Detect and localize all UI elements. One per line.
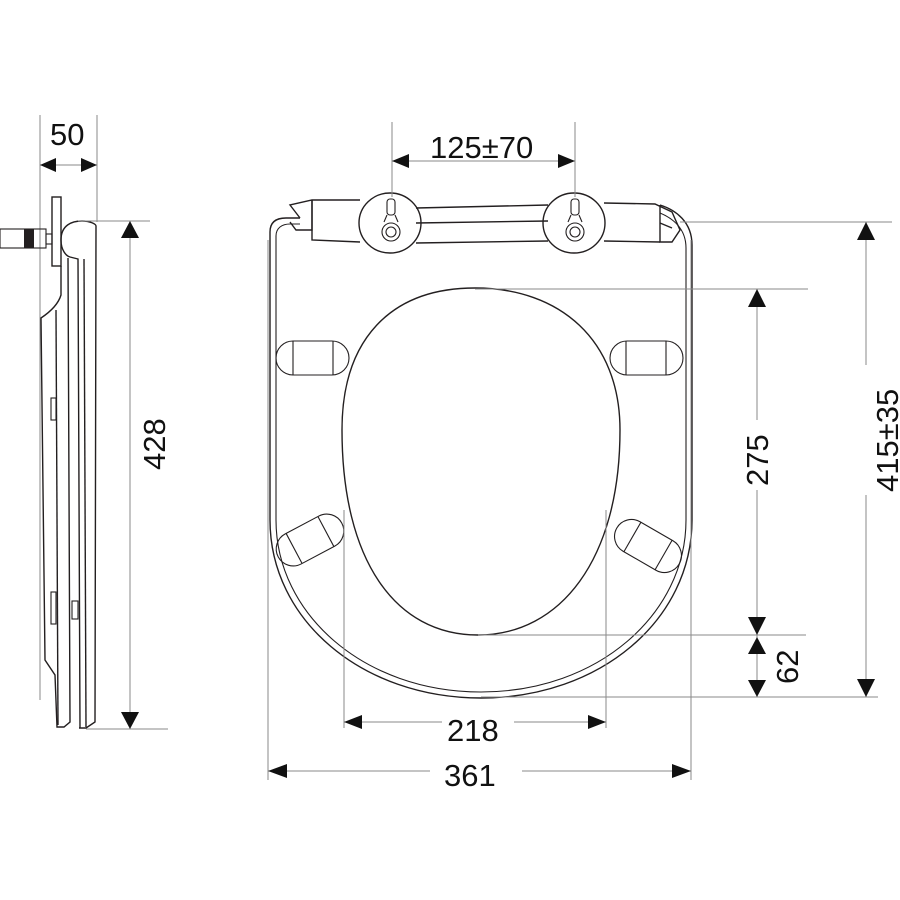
arrow-icon [268,764,287,778]
arrow-icon [857,679,875,697]
arrow-icon [121,712,139,729]
dim-label-hinge-spacing: 125±70 [430,130,533,165]
arrow-icon [748,289,766,307]
hinge-bolt [0,228,47,249]
arrow-icon [672,764,691,778]
arrow-icon [588,715,606,729]
bolt-band [24,229,34,248]
mounting-plate [51,196,62,267]
seat-opening [341,287,621,636]
arrow-icon [558,154,575,168]
arrow-icon [748,637,766,654]
hinge-right [542,192,606,254]
arrow-icon [344,715,362,729]
bumper-bottom-left [275,513,345,567]
arrow-icon [392,154,409,168]
dim-label-inner-width: 218 [447,713,499,748]
dim-label-opening-length: 275 [740,434,775,486]
dim-label-overall-width: 361 [444,758,496,793]
dim-label-overall-length: 415±35 [870,389,900,492]
arrow-icon [81,158,97,172]
dim-label-side-length: 428 [137,418,172,470]
arrow-icon [121,221,139,238]
dim-label-side-depth: 50 [50,117,84,152]
arrow-icon [748,617,766,635]
arrow-icon [748,680,766,697]
arrow-icon [40,158,56,172]
dim-label-front-rim: 62 [770,650,805,684]
bumper-bottom-right [613,518,683,574]
arrow-icon [857,222,875,240]
hinge-left [358,192,422,254]
bumper-top-left [275,340,350,376]
side-profile-view [0,115,168,730]
bumper-top-right [609,340,684,376]
